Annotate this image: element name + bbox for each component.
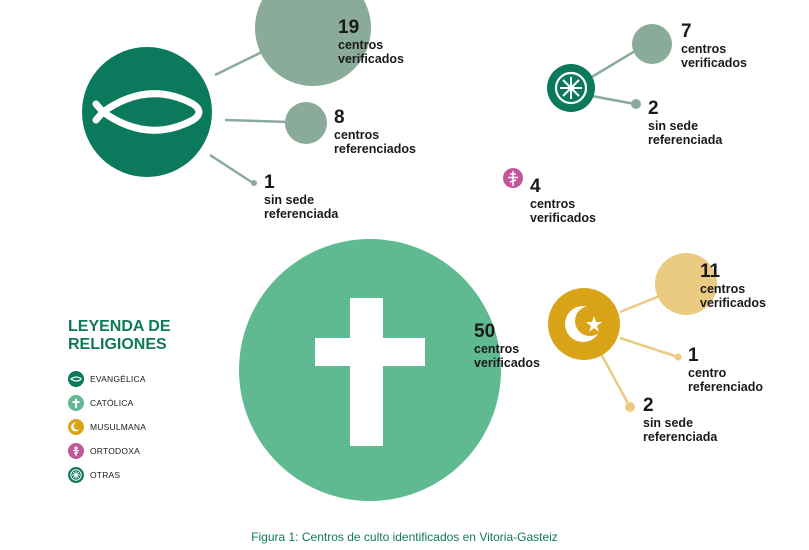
evangelica-cluster <box>82 0 371 186</box>
catolica-verified-count: 50 <box>474 321 496 342</box>
otras-verified-count: 7 <box>681 21 692 42</box>
ortodoxa-verified-count: 4 <box>530 176 541 197</box>
evangelica-unlocated-count: 1 <box>264 172 275 193</box>
musulmana-unlocated-label: 2 sin sede referenciada <box>643 396 717 445</box>
crescent-star-icon <box>565 306 605 342</box>
evangelica-verified-text2: verificados <box>338 52 405 67</box>
ortodoxa-cluster <box>503 168 523 188</box>
legend-label-catolica: CATÓLICA <box>90 398 134 408</box>
cross-icon <box>68 395 84 411</box>
evangelica-verified-text1: centros <box>338 37 384 52</box>
orthodox-cross-icon <box>508 171 518 186</box>
legend-item-evangelica: EVANGÉLICA <box>68 367 146 391</box>
evangelica-referenced-text2: referenciados <box>334 142 416 157</box>
musulmana-unlocated-text2: referenciada <box>643 430 718 445</box>
fish-icon <box>68 371 84 387</box>
musulmana-verified-connector <box>619 293 663 314</box>
musulmana-verified-count: 11 <box>700 261 721 282</box>
catolica-cluster <box>239 239 501 501</box>
legend-title-line2: RELIGIONES <box>68 336 167 354</box>
otras-verified-label: 7 centros verificados <box>681 22 747 71</box>
evangelica-verified-bubble <box>255 0 371 86</box>
musulmana-referenced-text1: centro <box>688 365 727 380</box>
musulmana-referenced-count: 1 <box>688 345 699 366</box>
ortodoxa-verified-text1: centros <box>530 196 576 211</box>
musulmana-verified-text1: centros <box>700 281 746 296</box>
legend-label-otras: OTRAS <box>90 470 121 480</box>
evangelica-unlocated-connector <box>209 153 254 185</box>
cross-icon <box>315 298 425 446</box>
evangelica-verified-label: 19 centros verificados <box>338 18 404 67</box>
musulmana-referenced-connector <box>619 336 679 359</box>
legend-item-musulmana: MUSULMANA <box>68 415 146 439</box>
catolica-verified-text1: centros <box>474 341 520 356</box>
otras-unlocated-label: 2 sin sede referenciada <box>648 99 722 148</box>
musulmana-unlocated-connector <box>598 351 632 408</box>
musulmana-verified-text2: verificados <box>700 296 767 311</box>
musulmana-unlocated-dot <box>625 402 635 412</box>
otras-verified-connector <box>589 46 641 80</box>
musulmana-referenced-dot <box>674 353 682 361</box>
otras-unlocated-text2: referenciada <box>648 133 723 148</box>
legend-label-ortodoxa: ORTODOXA <box>90 446 140 456</box>
legend-title: LEYENDA DE RELIGIONES <box>68 318 208 355</box>
ortodoxa-verified-text2: verificados <box>530 211 597 226</box>
evangelica-referenced-bubble <box>285 102 327 144</box>
musulmana-referenced-label: 1 centro referenciado <box>688 346 763 395</box>
musulmana-verified-bubble <box>655 253 717 315</box>
otras-verified-text2: verificados <box>681 56 748 71</box>
otras-verified-bubble <box>632 24 672 64</box>
otras-unlocated-text1: sin sede <box>648 118 699 133</box>
evangelica-verified-count: 19 <box>338 17 360 38</box>
legend-item-otras: OTRAS <box>68 463 146 487</box>
legend-label-evangelica: EVANGÉLICA <box>90 374 146 384</box>
asterisk-icon <box>554 71 588 105</box>
legend-title-line1: LEYENDA DE <box>68 318 171 335</box>
evangelica-unlocated-text2: referenciada <box>264 207 339 222</box>
musulmana-referenced-text2: referenciado <box>688 380 764 395</box>
evangelica-referenced-text1: centros <box>334 127 380 142</box>
legend-label-musulmana: MUSULMANA <box>90 422 147 432</box>
musulmana-cluster <box>548 253 717 412</box>
evangelica-unlocated-label: 1 sin sede referenciada <box>264 173 338 222</box>
musulmana-unlocated-text1: sin sede <box>643 415 694 430</box>
catolica-verified-text2: verificados <box>474 356 541 371</box>
crescent-star-icon <box>68 419 84 435</box>
catolica-verified-label: 50 centros verificados <box>474 322 540 371</box>
evangelica-unlocated-text1: sin sede <box>264 192 315 207</box>
otras-unlocated-count: 2 <box>648 98 659 119</box>
musulmana-verified-label: 11 centros verificados <box>700 262 766 311</box>
otras-verified-text1: centros <box>681 41 727 56</box>
evangelica-unlocated-dot <box>251 180 257 186</box>
asterisk-icon <box>68 467 84 483</box>
ortodoxa-verified-label: 4 centros verificados <box>530 177 596 226</box>
otras-unlocated-dot <box>631 99 641 109</box>
evangelica-referenced-label: 8 centros referenciados <box>334 108 416 157</box>
evangelica-referenced-connector <box>224 118 291 124</box>
evangelica-main-circle <box>82 47 212 177</box>
otras-cluster <box>547 24 672 112</box>
legend-item-catolica: CATÓLICA <box>68 391 146 415</box>
orthodox-cross-icon <box>68 443 84 459</box>
musulmana-unlocated-count: 2 <box>643 395 654 416</box>
otras-unlocated-connector <box>591 94 636 106</box>
figure-caption: Figura 1: Centros de culto identificados… <box>251 530 558 544</box>
fish-icon <box>92 90 203 134</box>
legend-item-ortodoxa: ORTODOXA <box>68 439 146 463</box>
legend-list: EVANGÉLICA CATÓLICA MUSULMANA ORTODOXA <box>68 367 146 487</box>
evangelica-referenced-count: 8 <box>334 107 345 128</box>
